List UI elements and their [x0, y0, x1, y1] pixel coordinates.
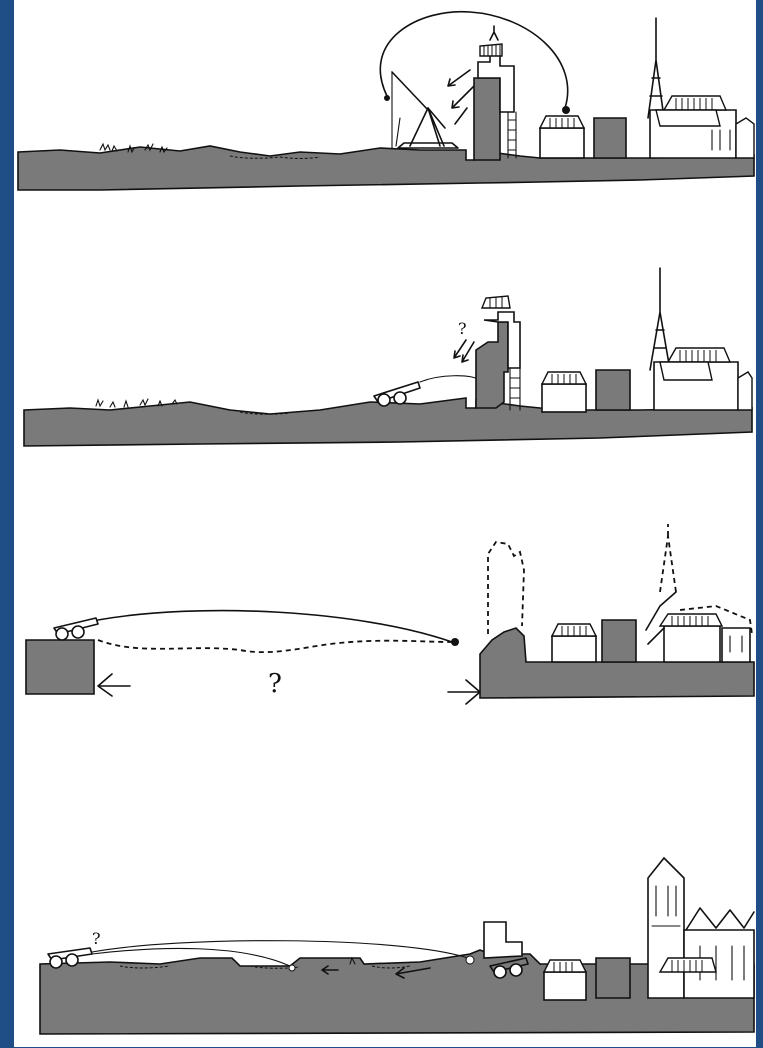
panel-2-shot-path	[420, 376, 480, 382]
panel-1-trebuchet-siege	[0, 0, 763, 262]
panel-4-house	[544, 960, 586, 1000]
panel-2-tower	[476, 296, 520, 410]
panel-3-gun-platform	[26, 640, 94, 694]
panel-4-question-mark: ?	[92, 929, 101, 948]
panel-1-ground	[18, 146, 754, 190]
panel-1-tower	[474, 26, 516, 160]
right-arrow-icon	[448, 680, 480, 704]
panel-4-cathedral	[648, 858, 754, 998]
panel-3-ghost-tower	[488, 542, 524, 634]
cannon-icon	[374, 382, 420, 406]
panel-2-cannon-close: ?	[0, 262, 763, 524]
panel-2-church	[650, 268, 752, 410]
panel-3-wall-block	[602, 620, 636, 662]
panel-4-return-fire: ?	[0, 786, 763, 1048]
panel-3-house	[552, 624, 596, 662]
panel-4-wall-block	[596, 958, 630, 998]
panel-1-house	[540, 116, 584, 158]
panel-4-ground	[40, 950, 754, 1034]
trebuchet-icon	[384, 72, 458, 148]
panel-2-wall-block	[596, 370, 630, 410]
panel-1-church	[648, 18, 754, 158]
left-arrow-icon	[98, 674, 130, 696]
panel-3-trajectory	[98, 611, 452, 642]
panel-3-question-mark: ?	[268, 669, 282, 699]
panel-3-long-range: ?	[0, 524, 763, 786]
panel-3-cannon-icon	[54, 618, 98, 640]
panel-1-wall-block	[594, 118, 626, 158]
panel-2-question-mark: ?	[458, 319, 467, 338]
panel-2-house	[542, 372, 586, 412]
panel-3-dashed-trajectory	[98, 640, 452, 652]
panel-3-church-ruin	[646, 524, 752, 662]
